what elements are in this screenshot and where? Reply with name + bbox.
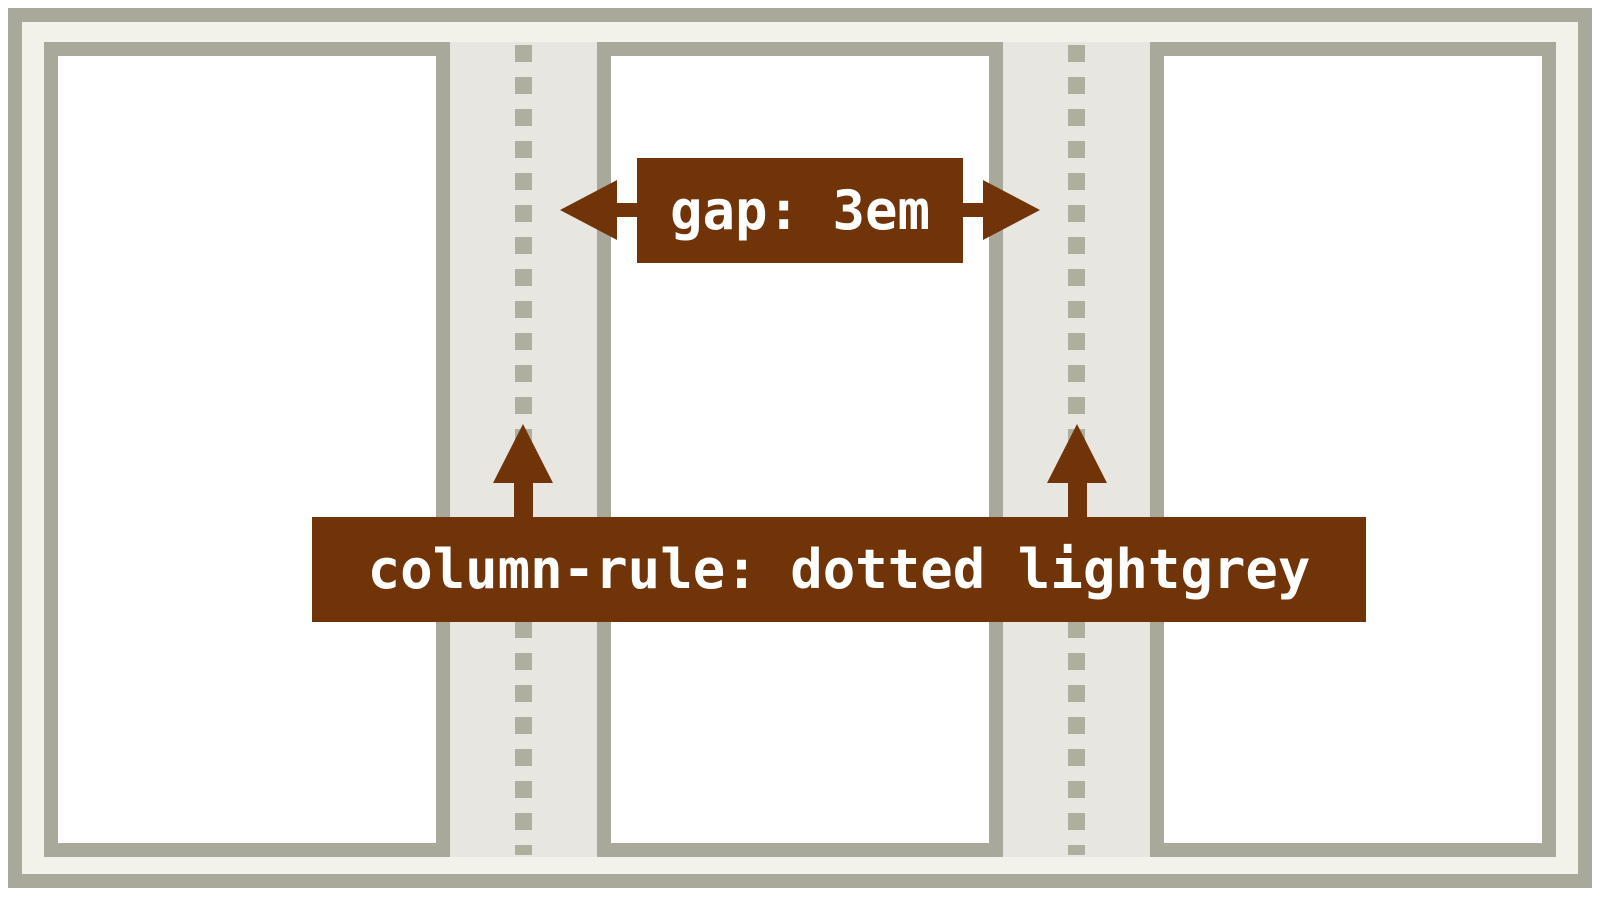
column-3 bbox=[1150, 42, 1556, 857]
column-rule-dotted-line-2 bbox=[1068, 45, 1085, 855]
gap-annotation-label: gap: 3em bbox=[637, 158, 963, 263]
column-rule-dotted-line-1 bbox=[515, 45, 532, 855]
column-rule-annotation-label: column-rule: dotted lightgrey bbox=[312, 517, 1366, 622]
column-1 bbox=[44, 42, 450, 857]
